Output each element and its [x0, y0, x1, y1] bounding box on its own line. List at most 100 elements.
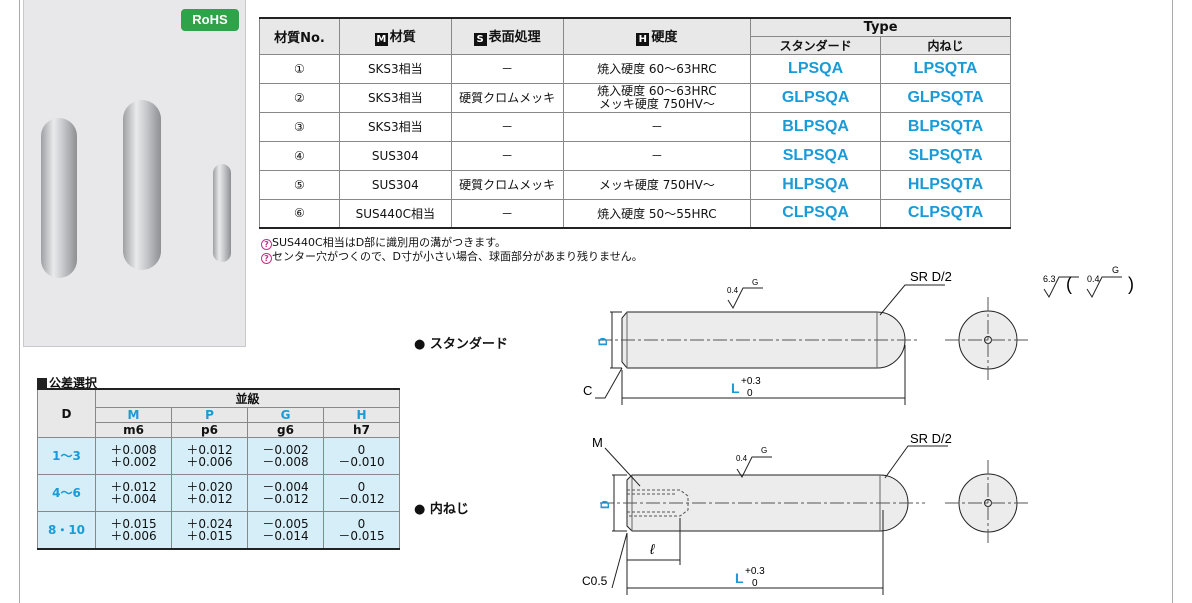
page-frame-right	[1172, 0, 1173, 603]
header-type: Type	[750, 17, 1011, 37]
tol-cell: ＋0.020＋0.012	[171, 474, 248, 512]
inner-thread-hole	[627, 489, 689, 517]
row-hardness: メッキ硬度 750HV～	[562, 169, 752, 200]
inner-pin-side	[626, 474, 909, 532]
product-photo	[23, 0, 246, 347]
notes: ?SUS440C相当はD部に識別用の溝がつきます。 ?センター穴がつくので、D寸…	[261, 236, 643, 264]
header-no: 材質No.	[259, 17, 340, 55]
row-no: ④	[259, 140, 340, 171]
row-code-inner: LPSQTA	[880, 53, 1011, 84]
row-no: ⑤	[259, 169, 340, 200]
tol-cell: －0.005－0.014	[247, 511, 324, 549]
tol-header-grade: 並級	[95, 388, 400, 408]
tol-cell: ＋0.012＋0.004	[95, 474, 172, 512]
header-inner: 内ねじ	[880, 35, 1011, 55]
row-material: SKS3相当	[338, 53, 452, 84]
square-bullet-icon	[37, 378, 47, 388]
standard-pin-side	[621, 311, 906, 369]
tol-cell: ＋0.024＋0.015	[171, 511, 248, 549]
row-code-standard: SLPSQA	[750, 140, 882, 171]
row-hardness: －	[562, 111, 752, 142]
tol-cell: －0.004－0.012	[247, 474, 324, 512]
tol-col-fit: g6	[247, 422, 324, 438]
inner-m-label: M	[592, 435, 603, 450]
standard-rough-g: G	[752, 278, 758, 287]
surface-icon: S	[473, 33, 487, 47]
tol-header-d: D	[37, 388, 96, 438]
tol-row: 1～3 ＋0.008＋0.002 ＋0.012＋0.006 －0.002－0.0…	[37, 437, 400, 475]
inner-ell-label: ℓ	[649, 541, 655, 557]
label-inner-thread: ● 内ねじ	[414, 502, 469, 517]
page-frame-left	[19, 0, 20, 603]
row-code-inner: GLPSQTA	[880, 82, 1011, 113]
row-material: SKS3相当	[338, 111, 452, 142]
inner-c05-label: C0.5	[582, 574, 608, 588]
tol-col-code: H	[323, 407, 400, 423]
row-no: ②	[259, 82, 340, 113]
row-surface: －	[450, 111, 564, 142]
tol-cell: 0－0.012	[323, 474, 400, 512]
row-surface: 硬質クロムメッキ	[450, 169, 564, 200]
paren-open: (	[1066, 274, 1072, 294]
hardness-icon: H	[636, 33, 650, 47]
standard-pin-end-view	[958, 310, 1018, 370]
tol-row: 4～6 ＋0.012＋0.004 ＋0.020＋0.012 －0.004－0.0…	[37, 474, 400, 512]
product-photo-pins	[41, 100, 231, 278]
pin-large-2	[123, 100, 161, 270]
row-code-standard: CLPSQA	[750, 198, 882, 229]
roughness-g-label: G	[1112, 265, 1119, 275]
material-icon: M	[374, 33, 388, 47]
note-item: ?センター穴がつくので、D寸が小さい場合、球面部分があまり残りません。	[261, 250, 643, 264]
tol-row-d: 8・10	[37, 511, 96, 549]
header-standard: スタンダード	[750, 35, 882, 55]
tol-cell: 0－0.010	[323, 437, 400, 475]
row-code-standard: GLPSQA	[750, 82, 882, 113]
standard-rough-label: 0.4	[727, 286, 739, 295]
row-hardness: 焼入硬度 60～63HRC	[562, 53, 752, 84]
tol-row: 8・10 ＋0.015＋0.006 ＋0.024＋0.015 －0.005－0.…	[37, 511, 400, 549]
row-hardness: 焼入硬度 50～55HRC	[562, 198, 752, 229]
row-code-standard: HLPSQA	[750, 169, 882, 200]
tol-cell: －0.002－0.008	[247, 437, 324, 475]
rohs-badge: RoHS	[181, 9, 239, 31]
row-surface: －	[450, 140, 564, 171]
tol-cell: ＋0.008＋0.002	[95, 437, 172, 475]
inner-l-label: L	[735, 570, 744, 586]
tol-col-fit: p6	[171, 422, 248, 438]
tol-row-d: 1～3	[37, 437, 96, 475]
row-surface: －	[450, 198, 564, 229]
row-code-inner: HLPSQTA	[880, 169, 1011, 200]
standard-c-label: C	[583, 383, 592, 398]
tolerance-table: D 並級 M P G H m6 p6 g6 h7 1～3 ＋0.008＋0.00…	[37, 388, 400, 550]
tol-col-code: M	[95, 407, 172, 423]
row-code-inner: BLPSQTA	[880, 111, 1011, 142]
roughness-04-label: 0.4	[1087, 274, 1100, 284]
row-surface: －	[450, 53, 564, 84]
inner-rough-label: 0.4	[736, 454, 748, 463]
inner-rough-g: G	[761, 446, 767, 455]
row-material: SUS440C相当	[338, 198, 452, 229]
standard-l-lower: 0	[747, 388, 753, 399]
tol-col-fit: h7	[323, 422, 400, 438]
row-no: ⑥	[259, 198, 340, 229]
tol-col-code: P	[171, 407, 248, 423]
tolerance-title: 公差選択	[37, 374, 97, 391]
tol-cell: ＋0.012＋0.006	[171, 437, 248, 475]
table-row: ⑥ SUS440C相当 － 焼入硬度 50～55HRC CLPSQA CLPSQ…	[259, 198, 1011, 229]
tol-col-fit: m6	[95, 422, 172, 438]
inner-l-lower: 0	[752, 578, 758, 589]
inner-l-upper: +0.3	[745, 566, 765, 577]
row-code-inner: SLPSQTA	[880, 140, 1011, 171]
pin-large-1	[41, 118, 77, 278]
row-no: ①	[259, 53, 340, 84]
roughness-symbol-inner	[736, 456, 772, 479]
inner-d-label: D	[598, 500, 612, 509]
row-material: SKS3相当	[338, 82, 452, 113]
table-row: ④ SUS304 － － SLPSQA SLPSQTA	[259, 140, 1011, 171]
table-row: ⑤ SUS304 硬質クロムメッキ メッキ硬度 750HV～ HLPSQA HL…	[259, 169, 1011, 200]
row-material: SUS304	[338, 140, 452, 171]
